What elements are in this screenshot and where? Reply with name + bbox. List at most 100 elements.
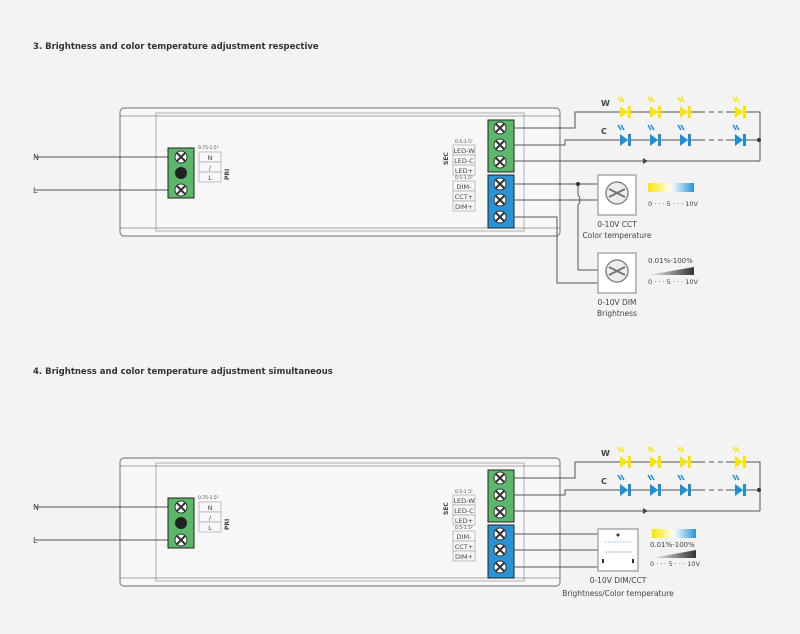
led-warm-icon-rays bbox=[732, 96, 740, 103]
led-warm-icon bbox=[620, 106, 628, 118]
junction-dot bbox=[576, 182, 580, 186]
wire-dim-plus bbox=[514, 216, 598, 284]
screw-cross bbox=[495, 529, 505, 539]
screw-cross bbox=[495, 179, 505, 189]
controller-caption: Color temperature bbox=[582, 231, 651, 240]
led-cool-icon-rays bbox=[732, 474, 740, 481]
input-l-label: L bbox=[33, 536, 38, 545]
led-row-c-label: C bbox=[601, 127, 607, 136]
cct-gradient-bar bbox=[652, 529, 696, 538]
led-warm-icon-bar bbox=[743, 106, 746, 118]
input-l-label: L bbox=[33, 186, 38, 195]
input-terminal-label: / bbox=[209, 164, 212, 172]
input-terminal-label: / bbox=[209, 514, 212, 522]
led-warm-icon-rays bbox=[617, 446, 625, 453]
led-warm-icon bbox=[735, 456, 743, 468]
voltage-scale: 0 · · · 5 · · · 10V bbox=[650, 560, 700, 568]
screw-cross bbox=[176, 502, 186, 512]
screw-cross bbox=[495, 562, 505, 572]
led-cool-icon-bar bbox=[658, 484, 661, 496]
screw-cross bbox=[176, 185, 186, 195]
dim-terminal-label: DIM+ bbox=[455, 553, 473, 561]
led-terminal-label: LED-C bbox=[454, 507, 474, 515]
dim-wire-gauge: 0.5-1.5² bbox=[455, 175, 473, 181]
input-n-label: N bbox=[33, 503, 39, 512]
controller-caption: Brightness bbox=[597, 309, 637, 318]
wire-branch-dim-minus bbox=[577, 194, 598, 271]
led-cool-icon-rays bbox=[677, 124, 685, 131]
led-terminal-box bbox=[452, 164, 476, 176]
dim-terminal-label: CCT+ bbox=[455, 193, 474, 201]
screw-cross bbox=[176, 152, 186, 162]
wire-led-w bbox=[514, 111, 761, 161]
terminal-blank bbox=[175, 167, 187, 179]
led-warm-icon bbox=[620, 456, 628, 468]
screw-cross bbox=[495, 157, 505, 167]
led-warm-icon-bar bbox=[688, 456, 691, 468]
led-warm-icon-rays bbox=[647, 446, 655, 453]
input-terminal-label: N bbox=[208, 504, 213, 512]
controller-caption: Brightness/Color temperature bbox=[562, 589, 674, 598]
voltage-scale: 0 · · · 5 · · · 10V bbox=[648, 200, 698, 208]
led-cool-icon-rays bbox=[647, 124, 655, 131]
screw-cross bbox=[495, 545, 505, 555]
screw-cross bbox=[495, 195, 505, 205]
led-warm-icon-bar bbox=[688, 106, 691, 118]
sec-label: SEC bbox=[443, 502, 450, 515]
led-cool-icon bbox=[650, 134, 658, 146]
knob-marker bbox=[608, 266, 626, 276]
led-cool-icon bbox=[620, 484, 628, 496]
led-row-w-label: W bbox=[601, 449, 610, 458]
led-warm-icon-bar bbox=[658, 456, 661, 468]
dim-terminal-box bbox=[452, 200, 476, 212]
input-wire-gauge: 0.75-1.5² bbox=[198, 145, 219, 151]
led-cool-icon bbox=[735, 484, 743, 496]
led-warm-icon-rays bbox=[617, 96, 625, 103]
controller-name: 0-10V CCT bbox=[597, 220, 637, 229]
dim-terminal-label: DIM- bbox=[457, 533, 473, 541]
led-cool-icon bbox=[650, 484, 658, 496]
input-terminal-box bbox=[198, 521, 222, 533]
wire-led-w bbox=[514, 461, 761, 511]
input-n-label: N bbox=[33, 153, 39, 162]
driver-enclosure bbox=[119, 107, 561, 237]
input-terminal-box bbox=[198, 171, 222, 183]
input-terminal-label: L bbox=[208, 174, 212, 182]
section-title-4: 4. Brightness and color temperature adju… bbox=[33, 367, 333, 377]
led-cool-icon-bar bbox=[628, 134, 631, 146]
screw-cross bbox=[495, 212, 505, 222]
arrow-icon bbox=[643, 158, 648, 164]
led-warm-icon bbox=[735, 106, 743, 118]
screw-cross bbox=[176, 535, 186, 545]
led-warm-icon-bar bbox=[628, 106, 631, 118]
led-cool-icon bbox=[735, 134, 743, 146]
dim-gradient-bar bbox=[652, 550, 696, 558]
panel-button bbox=[602, 559, 604, 563]
input-wire-gauge: 0.75-1.5² bbox=[198, 495, 219, 501]
screw-cross bbox=[495, 507, 505, 517]
led-cool-icon-rays bbox=[732, 124, 740, 131]
led-warm-icon-bar bbox=[628, 456, 631, 468]
dim-range-label: 0.01%-100% bbox=[650, 541, 695, 549]
dim-terminal-label: CCT+ bbox=[455, 543, 474, 551]
led-cool-icon-bar bbox=[658, 134, 661, 146]
led-cool-icon bbox=[620, 134, 628, 146]
dim-terminal-box bbox=[452, 550, 476, 562]
knob-marker bbox=[608, 188, 626, 198]
controller-name: 0-10V DIM/CCT bbox=[590, 576, 647, 585]
screw-cross bbox=[495, 473, 505, 483]
dim-terminal-label: DIM+ bbox=[455, 203, 473, 211]
led-terminal-label: LED+ bbox=[455, 517, 473, 525]
led-cool-icon-rays bbox=[647, 474, 655, 481]
driver-body bbox=[155, 462, 525, 582]
wire-led-c bbox=[514, 139, 760, 146]
dim-wire-gauge: 0.5-1.5² bbox=[455, 525, 473, 531]
led-cool-icon bbox=[680, 484, 688, 496]
led-row-c-label: C bbox=[601, 477, 607, 486]
pri-label: PRI bbox=[224, 519, 231, 530]
section-title-3: 3. Brightness and color temperature adju… bbox=[33, 42, 319, 52]
screw-cross bbox=[495, 490, 505, 500]
